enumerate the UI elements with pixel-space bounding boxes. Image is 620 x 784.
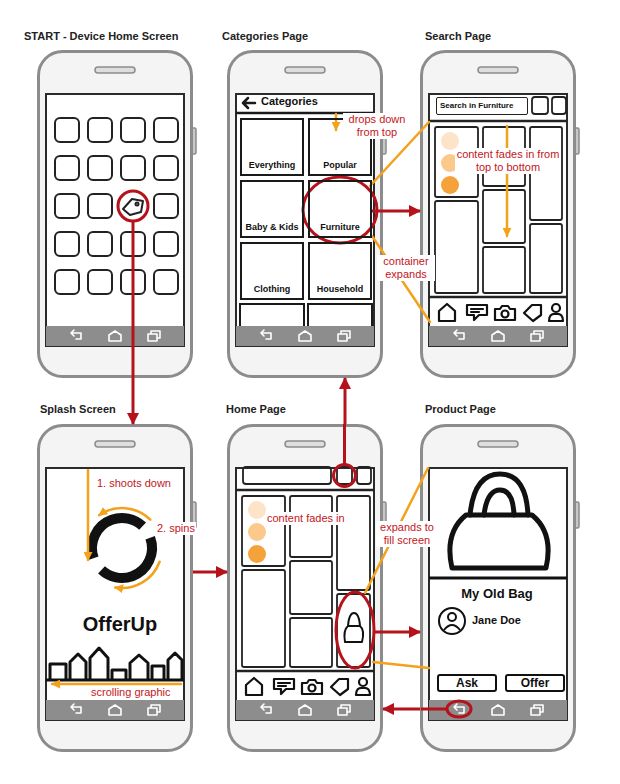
screen-title: Search Page: [425, 30, 491, 43]
screen-title: START - Device Home Screen: [24, 30, 178, 43]
annotation-note: 2. spins: [156, 522, 196, 535]
annotation-note: 1. shoots down: [96, 477, 172, 490]
tile-label: Popular: [323, 160, 357, 170]
screen-title: Splash Screen: [40, 403, 116, 416]
tile-label: Clothing: [254, 284, 291, 294]
search-placeholder: Search in Furniture: [440, 101, 513, 111]
flow-arrow: [372, 210, 420, 213]
flow-arrow: [383, 708, 420, 711]
annotation-note: container expands: [377, 255, 435, 281]
annotation-note: drops down from top: [343, 113, 411, 139]
red-highlights: [118, 177, 471, 717]
product-screen: [429, 474, 567, 634]
flow-arrow: [383, 631, 420, 634]
tile-label: Everything: [249, 160, 296, 170]
phone-mockup: Splash Screen: [37, 424, 193, 752]
home-screen: [236, 467, 374, 695]
flow-arrow: [132, 378, 135, 424]
search-screen: [429, 97, 567, 321]
action-button: Ask: [437, 674, 497, 692]
category-tile: Household: [308, 242, 372, 300]
button-label: Ask: [456, 676, 478, 690]
search-field: Search in Furniture: [436, 97, 528, 115]
flow-arrow: [193, 571, 227, 574]
tile-label: Furniture: [320, 222, 360, 232]
category-tile: Furniture: [308, 180, 372, 238]
screen-text: OfferUp: [55, 612, 185, 636]
screen-title: Product Page: [425, 403, 496, 416]
category-tile: Clothing: [240, 242, 304, 300]
screen-title: Home Page: [226, 403, 286, 416]
annotation-note: expands to fill screen: [376, 521, 438, 547]
splash-screen-art: [46, 510, 184, 680]
screen-title: Categories Page: [222, 30, 308, 43]
category-tile: Everything: [240, 118, 304, 176]
phone-mockup: Home Page: [227, 424, 383, 752]
tile-label: Baby & Kids: [245, 222, 298, 232]
button-label: Offer: [521, 676, 550, 690]
screen-text: My Old Bag: [437, 586, 557, 601]
orange-motion-lines: [52, 114, 507, 684]
screen-text: Jane Doe: [472, 614, 521, 627]
action-button: Offer: [505, 674, 565, 692]
category-tile: Baby & Kids: [240, 180, 304, 238]
screen-text: Categories: [261, 95, 318, 108]
flow-arrow: [344, 378, 347, 424]
phone-mockup: Search PageSearch in Furniture: [420, 50, 576, 378]
phone-mockup: START - Device Home Screen: [37, 50, 193, 378]
annotation-note: content fades in from top to bottom: [455, 148, 561, 174]
home-screen-icons: [55, 118, 178, 294]
tile-label: Household: [317, 284, 364, 294]
annotation-note: scrolling graphic: [90, 686, 171, 699]
annotation-note: content fades in: [266, 512, 346, 525]
phone-frames: [39, 52, 580, 751]
